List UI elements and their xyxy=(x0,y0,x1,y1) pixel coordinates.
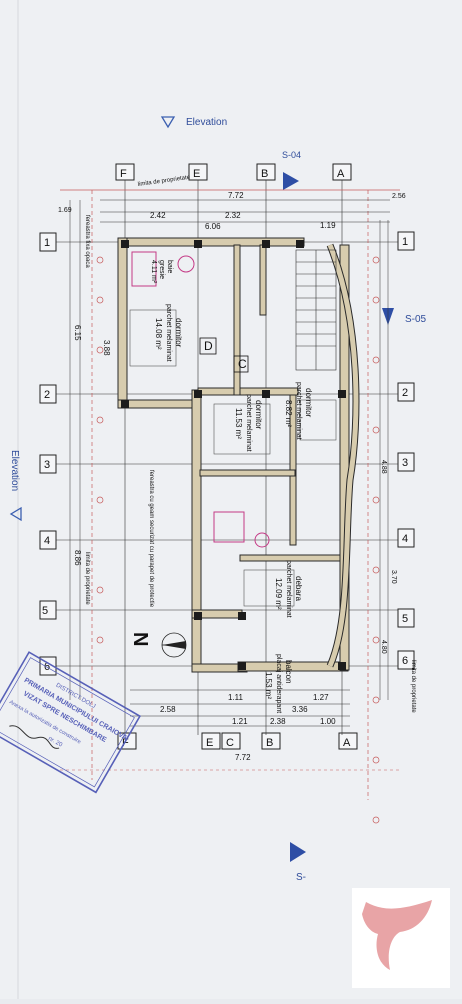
room-1-area: 14.08 m² xyxy=(154,318,163,350)
room-1-floor: parchet melaminat xyxy=(165,304,172,362)
room-2-name: dormitor xyxy=(254,400,263,430)
dim-bottom-d: 1.27 xyxy=(313,693,329,702)
property-markers xyxy=(96,256,380,824)
room-5-name: balcon xyxy=(284,660,293,684)
axis-numbers-right xyxy=(397,231,415,670)
axis-num-right-6: 6 xyxy=(402,655,408,667)
north-arrow: N xyxy=(129,632,187,658)
bath-fixtures xyxy=(131,251,270,548)
axis-row-bottom xyxy=(117,732,358,750)
label-limita-right: limita de proprietate xyxy=(410,660,416,713)
axis-label-top-e: E xyxy=(193,168,200,180)
dim-top-c: 6.06 xyxy=(205,222,221,231)
room-2-floor: parchet melaminat xyxy=(245,394,252,452)
dim-bottom-e: 1.00 xyxy=(320,717,336,726)
room-4-floor: parchet melaminat xyxy=(285,560,292,618)
dim-top-b: 2.32 xyxy=(225,211,241,220)
room-2-area: 11.53 m² xyxy=(234,408,243,439)
room-4-area: 12.09 m² xyxy=(274,578,283,610)
dim-bottom-f: 1.11 xyxy=(228,693,244,702)
axis-label-bottom-e: E xyxy=(206,737,213,749)
label-d: D xyxy=(204,339,213,353)
axis-label-bottom-f: F xyxy=(122,737,129,749)
dim-bottom-c: 7.72 xyxy=(235,753,251,762)
axis-num-left-2: 2 xyxy=(44,389,50,401)
axis-num-right-2: 2 xyxy=(402,387,408,399)
axis-num-right-4: 4 xyxy=(402,533,408,545)
logo-stork-icon xyxy=(362,900,432,970)
dim-left-c: 8.86 xyxy=(73,550,82,566)
dim-right-a: 4.88 xyxy=(380,460,387,474)
room-6-area: 4.11 m² xyxy=(150,260,157,284)
staircase xyxy=(295,249,337,371)
axis-row-top xyxy=(115,163,352,181)
dim-right-b: 3.70 xyxy=(390,570,397,584)
north-label: N xyxy=(129,632,151,646)
section-s04-label: S-04 xyxy=(282,150,301,160)
elevation-marker-top xyxy=(160,116,176,129)
axis-label-top-a: A xyxy=(337,168,345,180)
dim-top-a: 2.42 xyxy=(150,211,166,220)
room-6-floor: gresie xyxy=(158,260,165,279)
section-s05-label: S-05 xyxy=(405,314,427,325)
dimension-lines xyxy=(69,199,390,727)
elevation-label-top: Elevation xyxy=(186,117,227,128)
axis-num-left-5: 5 xyxy=(42,605,48,617)
axis-num-right-5: 5 xyxy=(402,613,408,625)
dim-bottom-a: 2.58 xyxy=(160,705,176,714)
dim-left-a: 6.15 xyxy=(73,325,82,341)
label-parapet: fereastra cu geam securizat cu parapet d… xyxy=(148,470,154,608)
axis-label-top-b: B xyxy=(261,168,268,180)
axis-label-top-f: F xyxy=(120,168,127,180)
label-fereastra: fereastra fixa opaca xyxy=(84,215,90,268)
room-1-name: dormitor xyxy=(174,318,183,348)
dim-bottom-b: 3.36 xyxy=(292,705,308,714)
dim-bottom-h: 2.38 xyxy=(270,717,286,726)
room-3-name: dormitor xyxy=(304,388,313,418)
room-5-floor: placaj antiderapant xyxy=(275,654,282,713)
axis-num-left-3: 3 xyxy=(44,459,50,471)
axis-label-bottom-b: B xyxy=(266,737,273,749)
furniture xyxy=(129,309,337,607)
axis-num-left-1: 1 xyxy=(44,237,50,249)
stork-logo xyxy=(352,888,450,988)
dim-top-f: 1.69 xyxy=(58,207,72,214)
axis-num-right-1: 1 xyxy=(402,236,408,248)
room-6-name: baie xyxy=(166,260,173,273)
dim-right-c: 4.80 xyxy=(380,640,387,654)
dim-bottom-g: 1.21 xyxy=(232,717,248,726)
room-5-area: 1.53 m² xyxy=(264,672,273,699)
room-4-name: debara xyxy=(294,576,303,601)
axis-num-left-4: 4 xyxy=(44,535,50,547)
room-3-floor: parchet melaminat xyxy=(295,382,302,440)
label-limita-left: limita de proprietate xyxy=(84,552,90,605)
elevation-label-left: Elevation xyxy=(9,450,20,491)
room-3-area: 8.82 m² xyxy=(284,400,293,427)
section-s04-arrow xyxy=(283,172,299,190)
columns xyxy=(121,240,346,670)
section-s-bottom-arrow xyxy=(290,842,306,862)
dim-top-d: 1.19 xyxy=(320,221,336,230)
axis-label-bottom-a: A xyxy=(343,737,351,749)
axis-label-bottom-c: C xyxy=(226,737,234,749)
section-s-bottom-label: S- xyxy=(296,872,306,883)
dim-top-total: 7.72 xyxy=(228,191,244,200)
dim-top-e: 2.56 xyxy=(392,193,406,200)
property-line xyxy=(60,189,400,800)
label-c: C xyxy=(238,357,247,371)
axis-num-right-3: 3 xyxy=(402,457,408,469)
dim-left-b: 3.88 xyxy=(102,340,111,356)
